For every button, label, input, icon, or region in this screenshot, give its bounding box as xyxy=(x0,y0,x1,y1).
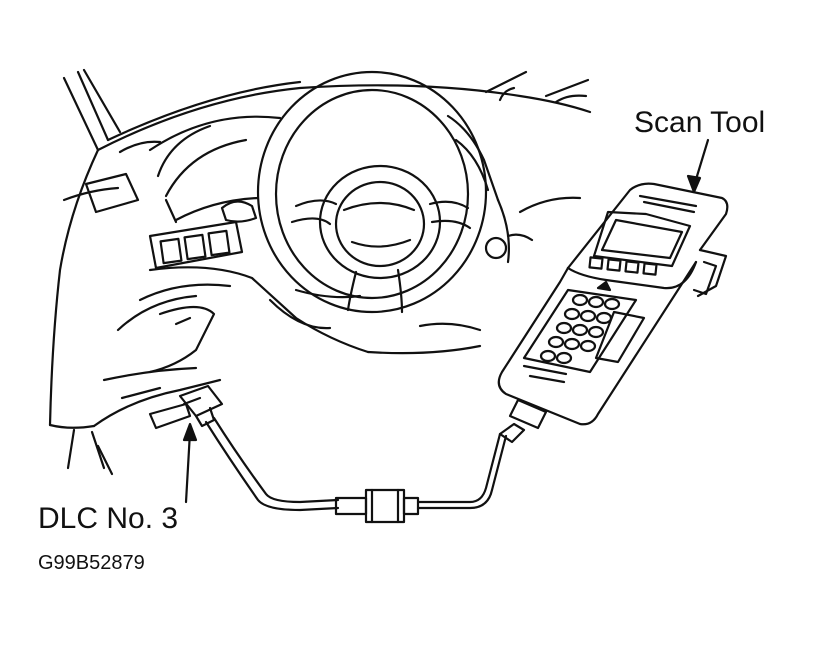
scan-tool-leader xyxy=(688,140,708,192)
dashboard xyxy=(50,70,590,474)
dlc-label: DLC No. 3 xyxy=(38,502,179,535)
cable xyxy=(206,418,524,522)
keypad xyxy=(541,295,619,363)
figure-code: G99B52879 xyxy=(38,552,145,574)
dlc-connector xyxy=(180,386,222,502)
scan-tool xyxy=(499,184,728,428)
scan-tool-label: Scan Tool xyxy=(634,106,766,139)
steering-wheel xyxy=(258,72,486,312)
